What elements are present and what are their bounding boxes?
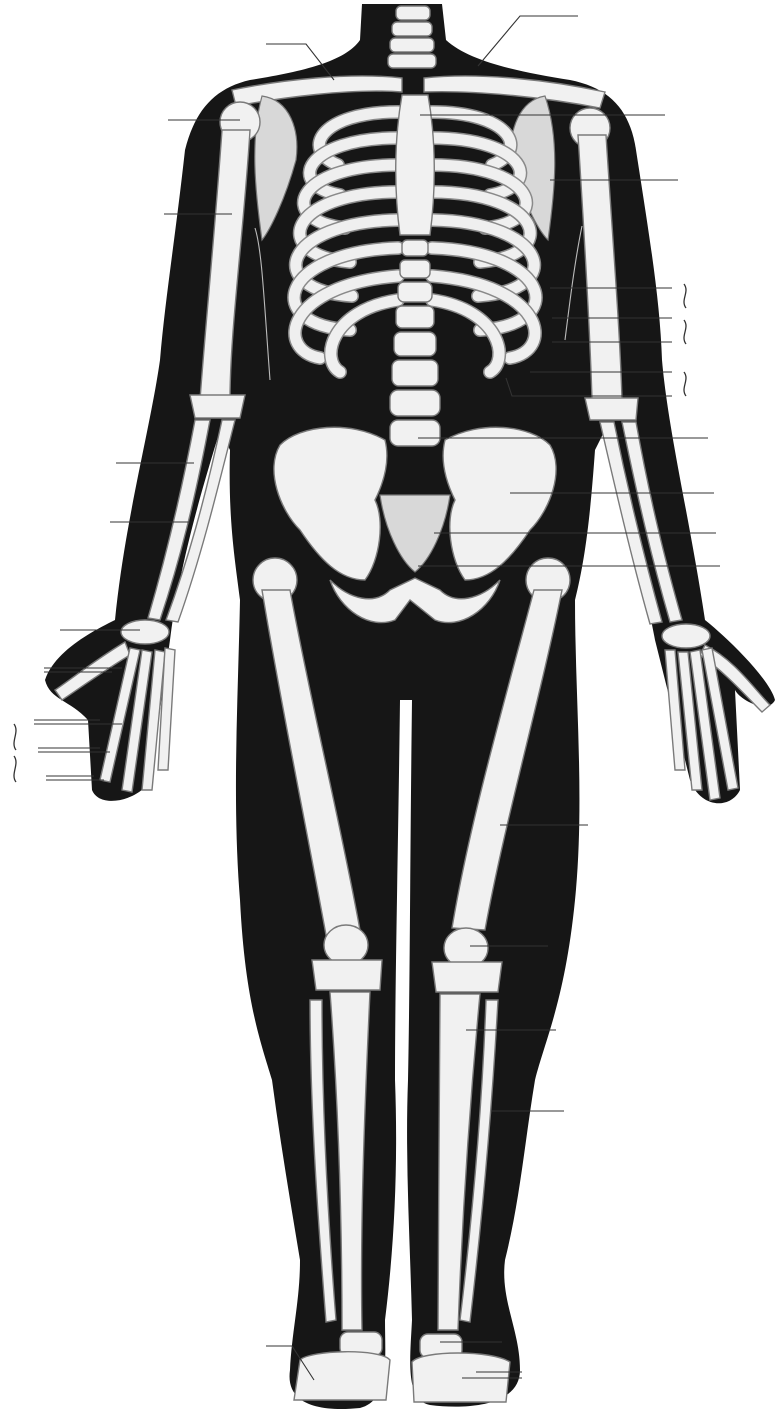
left-knee-joint: [432, 962, 502, 992]
sternum: [396, 95, 435, 235]
brace-mark: [14, 724, 16, 750]
brace-mark: [684, 372, 686, 396]
leader-line: [478, 16, 578, 66]
brace-mark: [684, 284, 686, 308]
right-knee-joint: [312, 960, 382, 990]
right-elbow: [190, 395, 245, 418]
right-patella: [324, 925, 368, 965]
brace-mark: [14, 756, 16, 782]
brace-mark: [684, 320, 686, 344]
left-elbow: [585, 398, 638, 420]
